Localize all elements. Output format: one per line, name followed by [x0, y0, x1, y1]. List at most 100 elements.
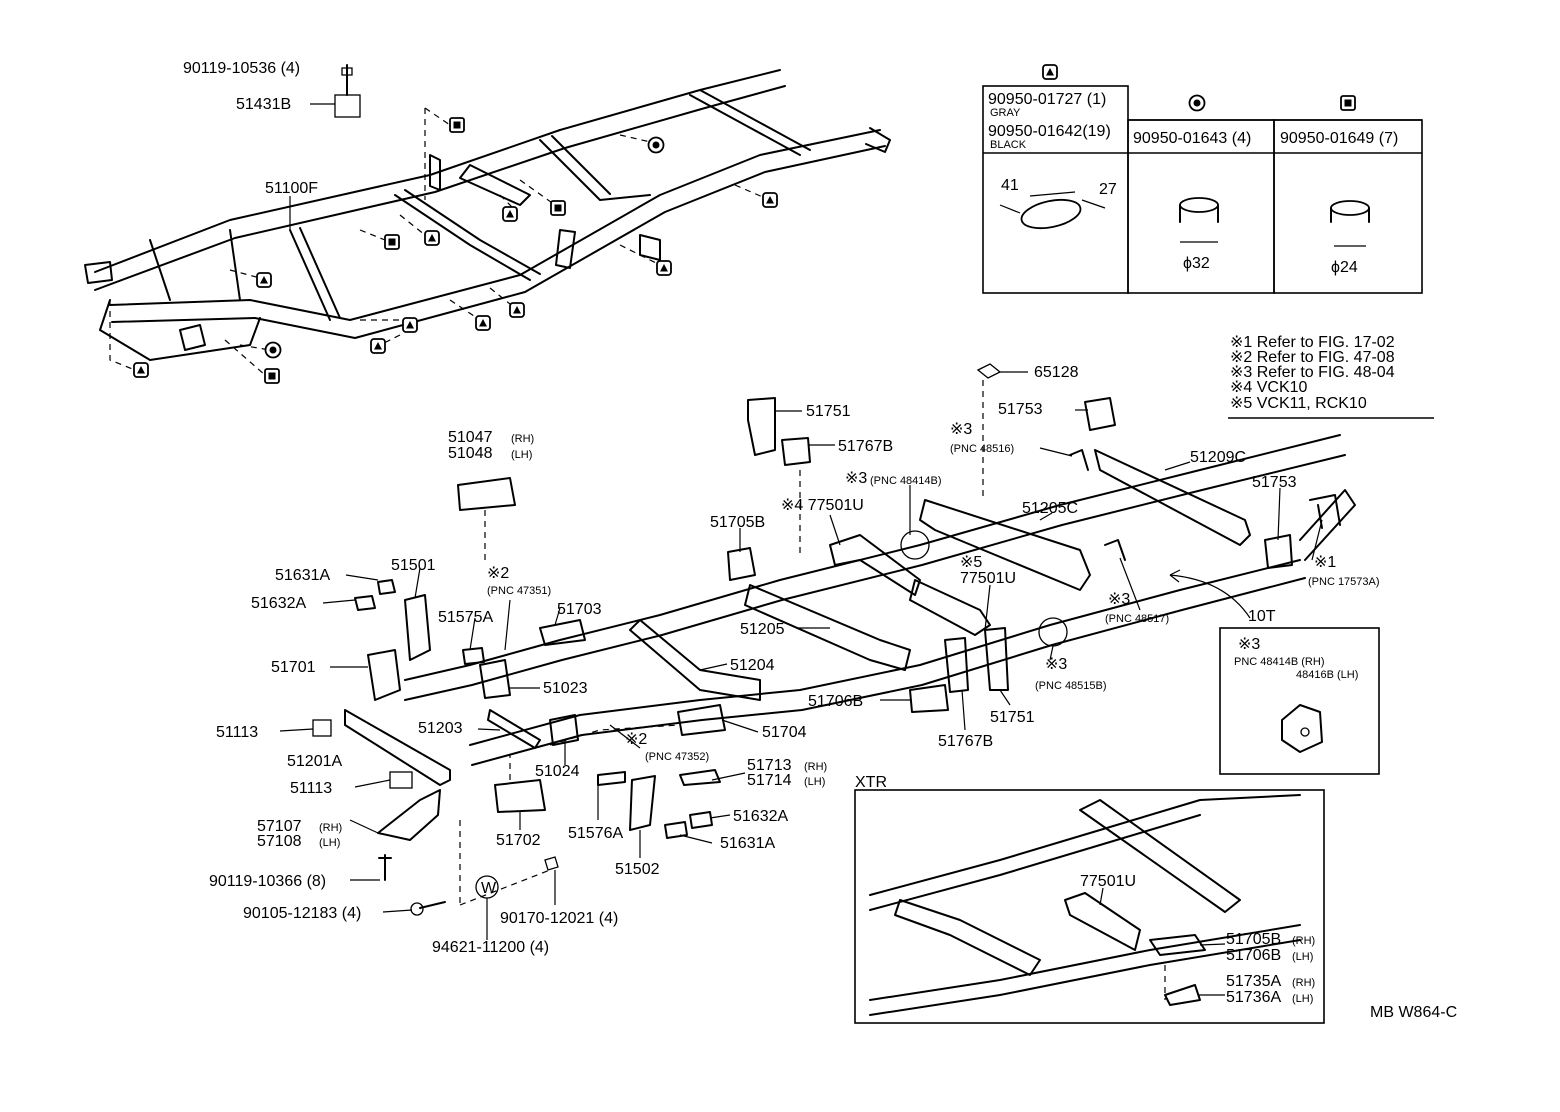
label-51575a: 51575A [438, 609, 493, 626]
label-xtr: XTR [855, 774, 887, 791]
drawing-code: MB W864-C [1370, 1004, 1457, 1021]
plug-table-color2: BLACK [990, 139, 1027, 151]
label-note3-c: ※3 [1045, 656, 1067, 673]
label-51047: 51047 [448, 429, 493, 446]
label-51576a: 51576A [568, 825, 623, 842]
label-51751-b: 51751 [990, 709, 1035, 726]
plug-dim-27: 27 [1099, 181, 1117, 198]
label-xtr-51736a-lh: (LH) [1292, 993, 1313, 1005]
label-51706b: 51706B [808, 693, 863, 710]
label-51048-lh: (LH) [511, 449, 532, 461]
label-51767b: 51767B [838, 438, 893, 455]
overview-leaders [109, 107, 766, 376]
label-51048: 51048 [448, 445, 493, 462]
label-90105-12183: 90105-12183 (4) [243, 905, 361, 922]
label-51113-b: 51113 [290, 780, 332, 797]
label-90170-12021: 90170-12021 (4) [500, 910, 618, 927]
label-pnc48517: (PNC 48517) [1105, 613, 1169, 625]
inset-10t-note3: ※3 [1238, 636, 1260, 653]
label-xtr-51736a: 51736A [1226, 989, 1281, 1006]
label-pnc48414b: (PNC 48414B) [870, 475, 942, 487]
inset-xtr [854, 789, 1325, 1024]
overview-frame [84, 64, 891, 361]
label-note1: ※1 [1314, 554, 1336, 571]
label-57108: 57108 [257, 833, 302, 850]
label-51713-rh: (RH) [804, 761, 827, 773]
plug-table-part2: 90950-01642(19) [988, 123, 1111, 140]
label-51702: 51702 [496, 832, 541, 849]
note-5: ※5 VCK11, RCK10 [1230, 395, 1367, 412]
label-51751: 51751 [806, 403, 851, 420]
label-90119-10366: 90119-10366 (8) [209, 873, 326, 890]
label-51714-lh: (LH) [804, 776, 825, 788]
label-51201a: 51201A [287, 753, 342, 770]
label-51631a-b: 51631A [720, 835, 775, 852]
label-51701: 51701 [271, 659, 316, 676]
reference-notes: ※1 Refer to FIG. 17-02 ※2 Refer to FIG. … [1228, 334, 1434, 419]
label-51431b: 51431B [236, 96, 291, 113]
plug-table-col2-part: 90950-01643 (4) [1133, 130, 1251, 147]
label-xtr-51705b-rh: (RH) [1292, 935, 1315, 947]
label-note3-d: ※3 [1108, 591, 1130, 608]
main-leaders [459, 380, 1166, 1000]
label-94621-11200: 94621-11200 (4) [432, 939, 549, 956]
note-3: ※3 Refer to FIG. 48-04 [1230, 364, 1395, 381]
label-note5: ※5 [960, 554, 982, 571]
plug-table [982, 64, 1423, 294]
label-51023: 51023 [543, 680, 588, 697]
label-xtr-77501u: 77501U [1080, 873, 1136, 890]
label-51632a: 51632A [251, 595, 306, 612]
label-51767b-b: 51767B [938, 733, 993, 750]
main-frame [312, 363, 1356, 916]
label-57108-lh: (LH) [319, 837, 340, 849]
plug-dim-24: ϕ24 [1331, 259, 1358, 276]
label-51203: 51203 [418, 720, 463, 737]
inset-10t [1219, 627, 1380, 775]
label-pnc47352: (PNC 47352) [645, 751, 709, 763]
inset-10t-pnc-lh: 48416B (LH) [1296, 669, 1358, 681]
label-note4-77501u: ※4 77501U [781, 497, 864, 514]
label-51632a-b: 51632A [733, 808, 788, 825]
label-51100f: 51100F [265, 180, 318, 197]
note-4: ※4 VCK10 [1230, 379, 1308, 396]
label-51704: 51704 [762, 724, 807, 741]
label-note2-a: ※2 [487, 565, 509, 582]
plug-dim-32: ϕ32 [1183, 255, 1210, 272]
plug-table-color1: GRAY [990, 107, 1021, 119]
inset-10t-pnc-rh: PNC 48414B (RH) [1234, 656, 1324, 668]
label-51501: 51501 [391, 557, 436, 574]
label-51753-b: 51753 [1252, 474, 1297, 491]
label-65128: 65128 [1034, 364, 1079, 381]
label-57107-rh: (RH) [319, 822, 342, 834]
label-xtr-51706b-lh: (LH) [1292, 951, 1313, 963]
plug-table-col3-part: 90950-01649 (7) [1280, 130, 1398, 147]
label-pnc48515b: (PNC 48515B) [1035, 680, 1107, 692]
w-washer-symbol: W [481, 880, 497, 897]
label-51631a: 51631A [275, 567, 330, 584]
note-1: ※1 Refer to FIG. 17-02 [1230, 334, 1395, 351]
label-51205: 51205 [740, 621, 785, 638]
label-51113: 51113 [216, 724, 258, 741]
label-51205c: 51205C [1022, 500, 1078, 517]
label-51502: 51502 [615, 861, 660, 878]
label-xtr-51735a: 51735A [1226, 973, 1281, 990]
plug-table-part1: 90950-01727 (1) [988, 91, 1106, 108]
label-51713: 51713 [747, 757, 792, 774]
label-10t: 10T [1248, 608, 1276, 625]
label-51705b: 51705B [710, 514, 765, 531]
label-xtr-51735a-rh: (RH) [1292, 977, 1315, 989]
main-label-leaders [279, 371, 1323, 940]
label-note3-a: ※3 [845, 470, 867, 487]
label-51047-rh: (RH) [511, 433, 534, 445]
label-90119-10536: 90119-10536 (4) [183, 60, 300, 77]
label-pnc48516: (PNC 48516) [950, 443, 1014, 455]
label-51209c: 51209C [1190, 449, 1246, 466]
label-51753: 51753 [998, 401, 1043, 418]
note-2: ※2 Refer to FIG. 47-08 [1230, 349, 1395, 366]
label-51204: 51204 [730, 657, 775, 674]
label-pnc47351: (PNC 47351) [487, 585, 551, 597]
overview-symbols [133, 117, 778, 384]
label-51024: 51024 [535, 763, 580, 780]
label-57107: 57107 [257, 818, 302, 835]
